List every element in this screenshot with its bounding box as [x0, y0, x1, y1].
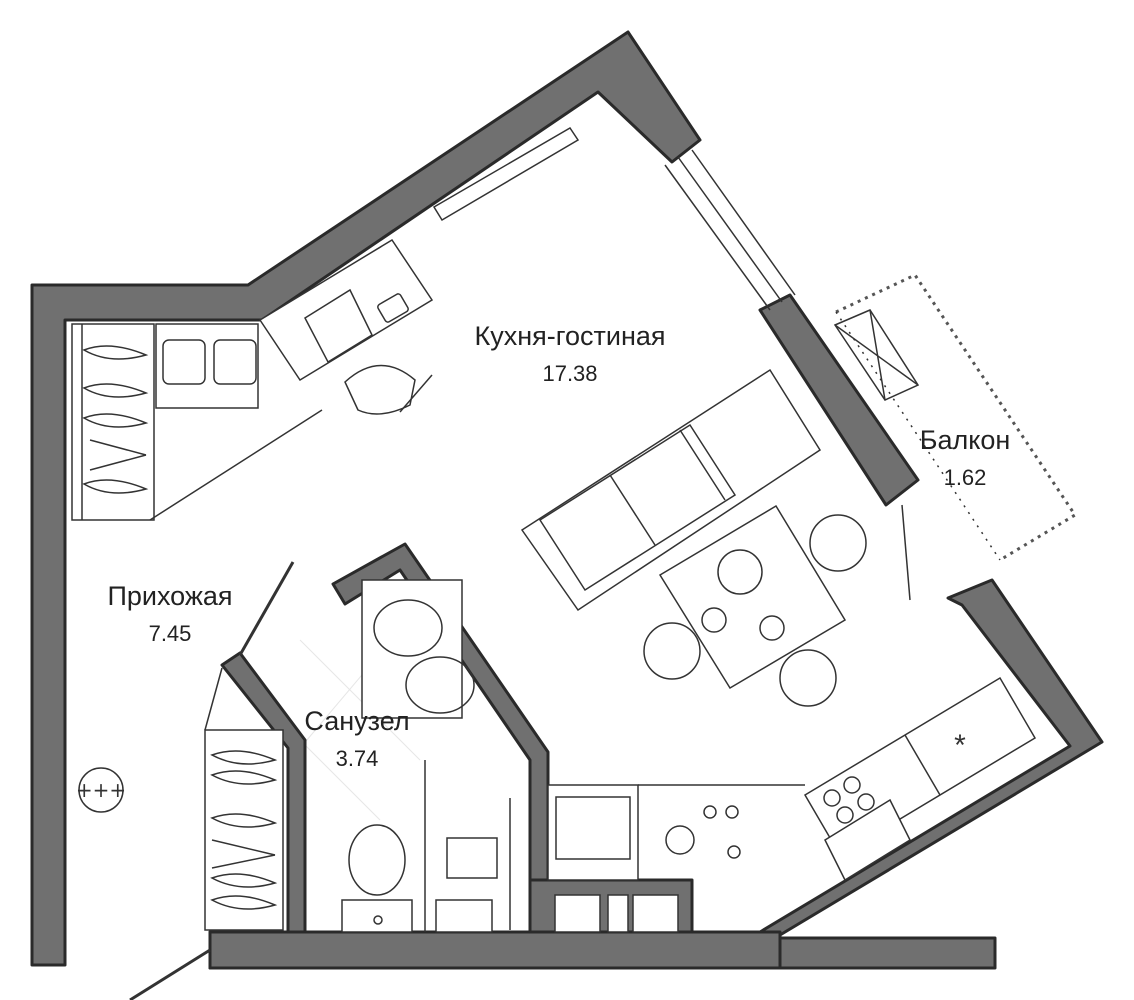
room-area-bathroom: 3.74: [335, 746, 379, 771]
room-name-balcony: Балкон: [919, 425, 1011, 455]
fridge-icon: *: [954, 729, 966, 762]
shelf-icon: [432, 126, 580, 222]
kitchen-lower-cabinets: [547, 784, 805, 933]
entrance-door-icon: [129, 948, 211, 1000]
hall-door-icon: [238, 561, 295, 656]
office-chair-icon: [344, 364, 433, 415]
bathroom-cabinet-icon: [424, 760, 511, 933]
door-swing-line: [901, 504, 911, 601]
chair-icon: [643, 514, 867, 707]
hall-wall-line: [149, 409, 323, 521]
sofa-icon: [520, 368, 822, 612]
room-area-hallway: 7.45: [148, 621, 192, 646]
room-area-kitchen-living: 17.38: [542, 361, 598, 386]
room-name-bathroom: Санузел: [304, 706, 410, 736]
room-label-hallway: Прихожая 7.45: [80, 580, 260, 648]
laptop-icon: [304, 288, 373, 364]
kitchen-sink-icon: [824, 798, 911, 882]
balcony-door-icon: [833, 309, 920, 401]
washing-machine-icon: [665, 805, 741, 859]
svg-text:+++: +++: [76, 778, 126, 802]
window-icon: [664, 149, 796, 311]
room-area-balcony: 1.62: [943, 465, 987, 490]
bathroom-sink-icon: [361, 579, 475, 719]
room-label-kitchen-living: Кухня-гостиная 17.38: [450, 320, 690, 388]
desk-icon: [258, 238, 434, 382]
kitchen-counter: *: [803, 676, 1037, 857]
wardrobe-lower-icon: [204, 667, 284, 931]
table-icon: [658, 504, 847, 690]
stove-icon: [823, 776, 875, 824]
wall-left-outer: [30, 30, 702, 967]
room-name-hallway: Прихожая: [107, 581, 233, 611]
room-label-bathroom: Санузел 3.74: [282, 705, 432, 773]
toilet-icon: [341, 824, 413, 933]
electrical-panel-icon: +++: [76, 767, 126, 813]
wardrobe-icon: [71, 323, 259, 521]
room-label-balcony: Балкон 1.62: [900, 424, 1030, 492]
wall-bottom: [208, 930, 782, 970]
room-name-kitchen-living: Кухня-гостиная: [474, 321, 666, 351]
